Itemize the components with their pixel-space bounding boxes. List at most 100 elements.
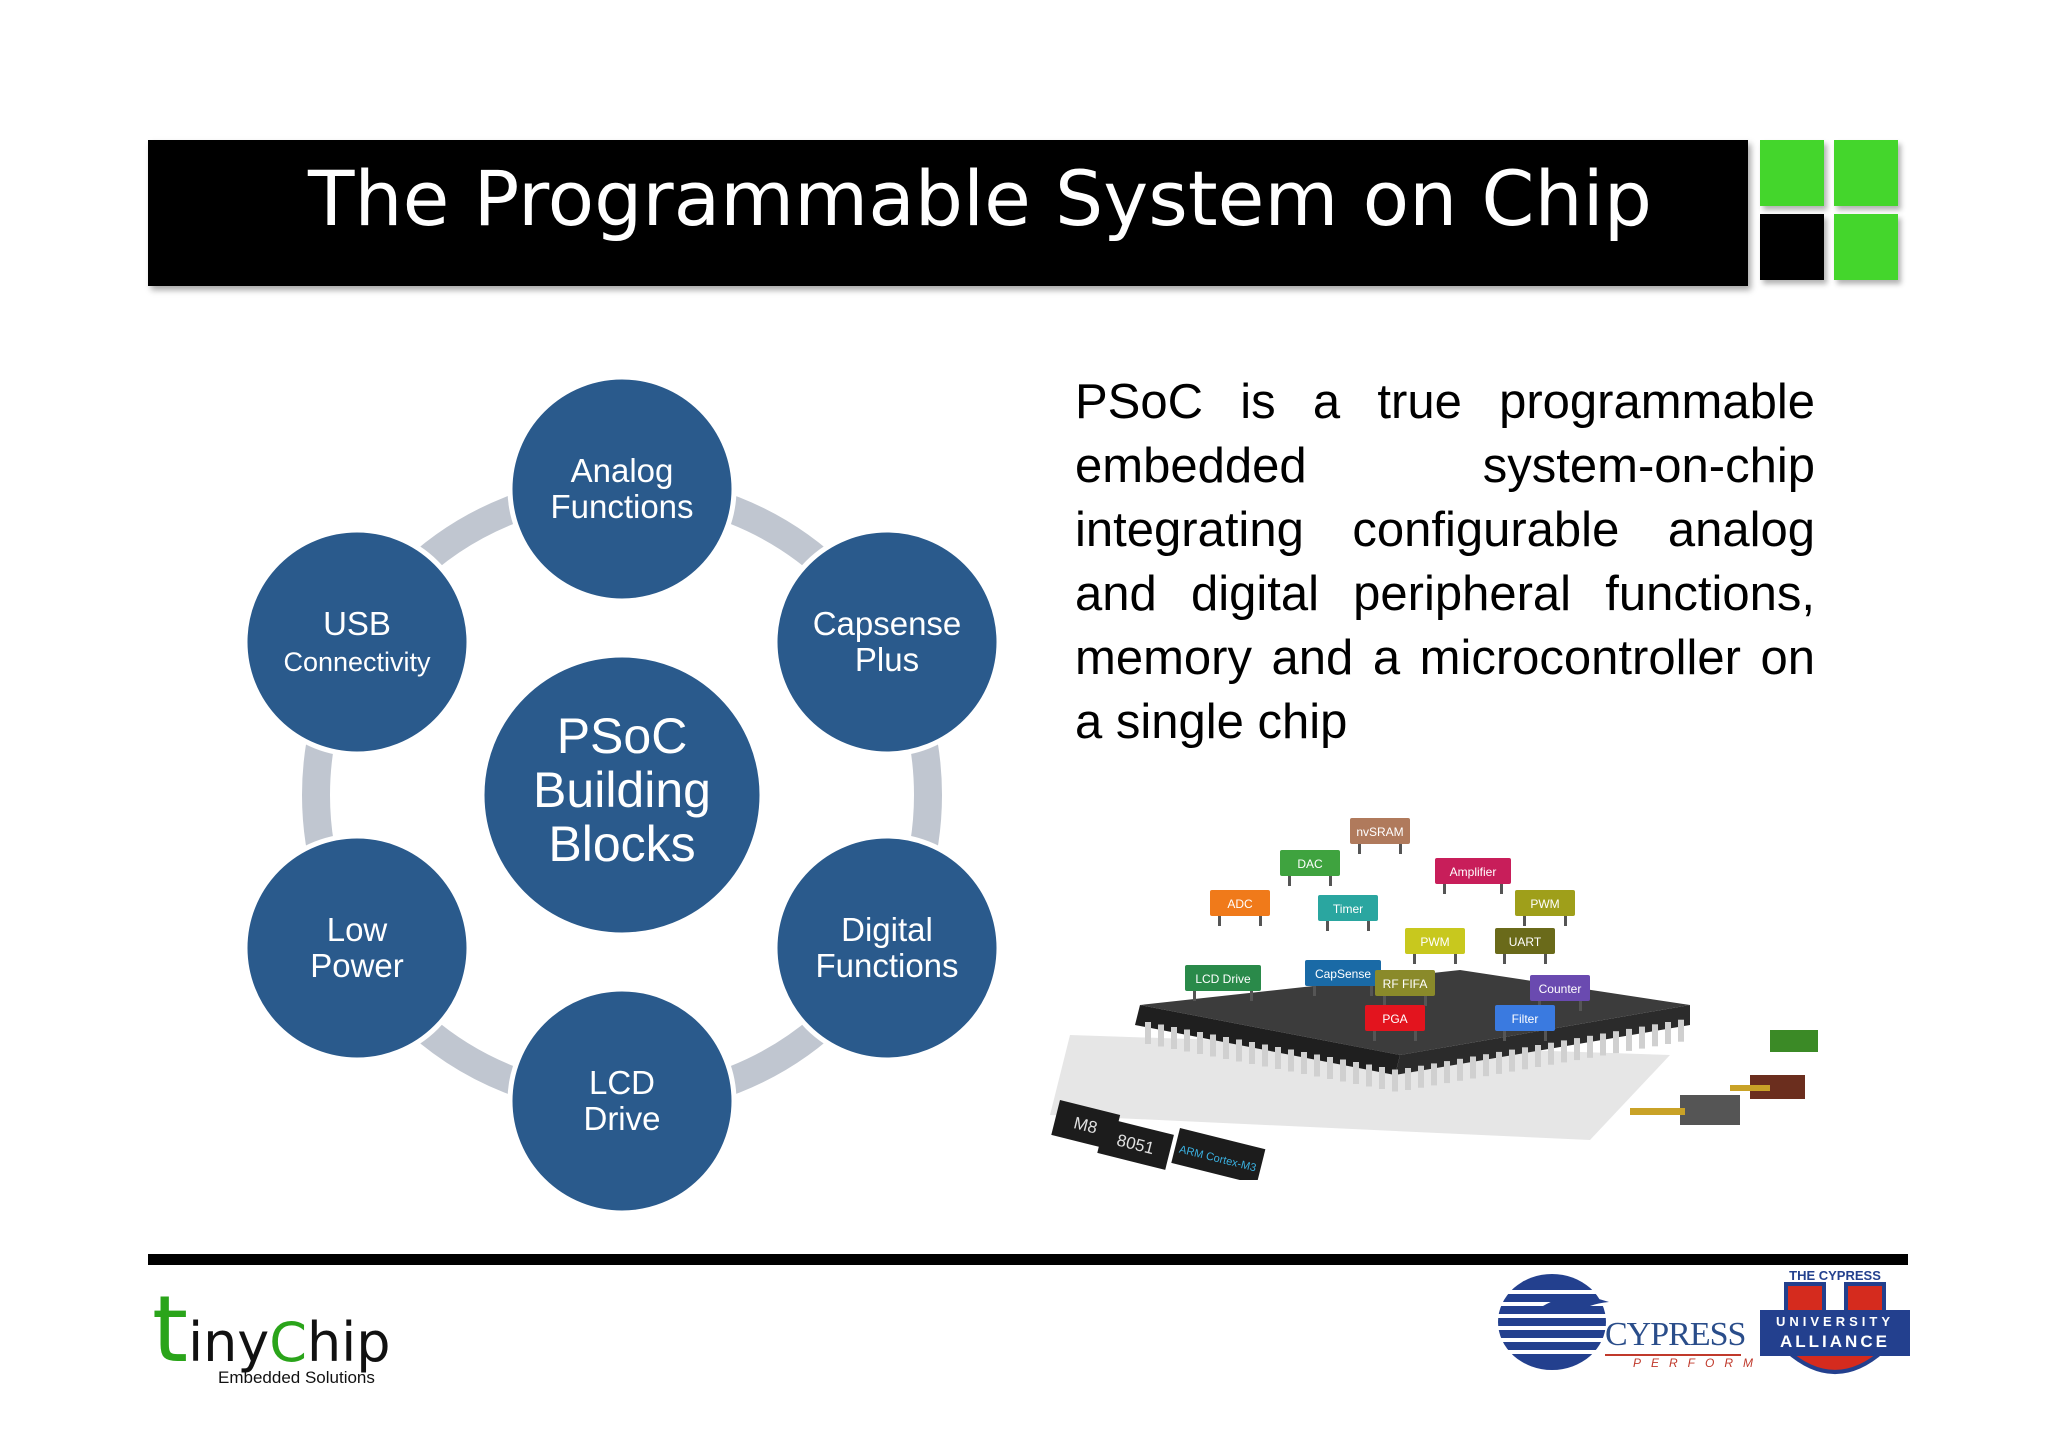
core-card: 8051 [1097, 1118, 1174, 1170]
pin [1314, 1054, 1320, 1077]
pin [1145, 1022, 1151, 1044]
pin [1236, 1039, 1242, 1062]
module-leg [1358, 844, 1361, 854]
cypress-underline [1605, 1354, 1741, 1356]
module-leg [1383, 996, 1386, 1006]
module-leg [1544, 954, 1547, 964]
node-label-line: Plus [855, 641, 919, 678]
pin [1366, 1064, 1372, 1087]
node-label-line: Low [327, 911, 388, 948]
side-connector-gray [1680, 1095, 1740, 1125]
module-label: CapSense [1315, 967, 1371, 981]
module-block: PGA [1365, 1005, 1425, 1041]
module-block: ADC [1210, 890, 1270, 926]
module-body [1515, 890, 1575, 916]
pin [1249, 1042, 1255, 1064]
module-block: RF FIFA [1375, 970, 1435, 1006]
module-body [1405, 928, 1465, 954]
pin [1600, 1033, 1606, 1056]
module-label: ADC [1227, 897, 1253, 911]
tinychip-tagline: Embedded Solutions [218, 1368, 375, 1387]
cypress-logo: CYPRESS PERFORM [1497, 1270, 1753, 1380]
pin [1392, 1069, 1398, 1092]
module-leg [1503, 1031, 1506, 1041]
psoc-building-blocks-diagram: AnalogFunctionsCapsensePlusDigitalFuncti… [242, 374, 1002, 1216]
alliance-top-text: THE CYPRESS [1789, 1268, 1881, 1283]
module-block: PWM [1405, 928, 1465, 964]
module-body [1280, 850, 1340, 876]
module-body [1185, 965, 1261, 991]
node-circle [772, 527, 1002, 757]
module-leg [1329, 876, 1332, 886]
module-leg [1373, 1031, 1376, 1041]
pin [1548, 1042, 1554, 1065]
module-leg [1544, 1031, 1547, 1041]
module-label: nvSRAM [1356, 825, 1403, 839]
module-body [1435, 858, 1511, 884]
slide-title: The Programmable System on Chip [308, 154, 1653, 243]
module-leg [1218, 916, 1221, 926]
module-body [1375, 970, 1435, 996]
tinychip-hip: hip [306, 1311, 391, 1374]
module-body [1495, 1005, 1555, 1031]
module-leg [1500, 884, 1503, 894]
module-label: Amplifier [1450, 865, 1497, 879]
pin [1535, 1045, 1541, 1067]
title-bar: The Programmable System on Chip [148, 140, 1748, 286]
node-label-line: Capsense [813, 605, 962, 642]
chip-side-left [1135, 1005, 1400, 1075]
pin [1665, 1022, 1671, 1044]
gold-pin-2 [1730, 1085, 1770, 1091]
pin [1626, 1028, 1632, 1051]
cypress-tagline: PERFORM [1633, 1356, 1763, 1370]
module-block: Amplifier [1435, 858, 1511, 894]
pin [1613, 1031, 1619, 1054]
node-circle [772, 833, 1002, 1063]
core-card-body [1097, 1118, 1174, 1170]
node-label-line: Drive [583, 1100, 660, 1137]
pin [1379, 1067, 1385, 1089]
pin [1639, 1026, 1645, 1049]
module-leg [1579, 1001, 1582, 1011]
center-node-circle [479, 652, 765, 938]
alliance-line-2: ALLIANCE [1780, 1332, 1890, 1351]
node-label-line: Functions [550, 488, 693, 525]
tinychip-iny: iny [188, 1311, 270, 1374]
node-circle [242, 833, 472, 1063]
pin [1652, 1024, 1658, 1047]
side-connector-green [1770, 1030, 1818, 1052]
pin [1483, 1054, 1489, 1077]
module-block: Timer [1318, 895, 1378, 931]
green-square-top-left [1760, 140, 1824, 206]
module-leg [1250, 991, 1253, 1001]
tinychip-t: t [152, 1276, 189, 1383]
module-block: DAC [1280, 850, 1340, 886]
module-block: LCD Drive [1185, 965, 1261, 1001]
pin [1327, 1057, 1333, 1079]
module-label: Counter [1539, 982, 1582, 996]
module-leg [1503, 954, 1506, 964]
module-label: Timer [1333, 902, 1363, 916]
node-circle [507, 374, 737, 604]
node-label-line: Analog [571, 452, 674, 489]
center-label-line-3: Blocks [548, 816, 695, 872]
module-label: PGA [1382, 1012, 1407, 1026]
module-leg [1288, 876, 1291, 886]
pin [1158, 1024, 1164, 1047]
pin [1171, 1027, 1177, 1049]
pin [1678, 1019, 1684, 1042]
node-label-line: USB [323, 605, 391, 642]
footer-rule [148, 1254, 1908, 1265]
module-block: UART [1495, 928, 1555, 964]
pin [1457, 1058, 1463, 1081]
module-body [1530, 975, 1590, 1001]
module-label: Filter [1512, 1012, 1539, 1026]
cypress-wordmark: CYPRESS [1605, 1316, 1746, 1353]
pin [1275, 1047, 1281, 1069]
module-body [1495, 928, 1555, 954]
